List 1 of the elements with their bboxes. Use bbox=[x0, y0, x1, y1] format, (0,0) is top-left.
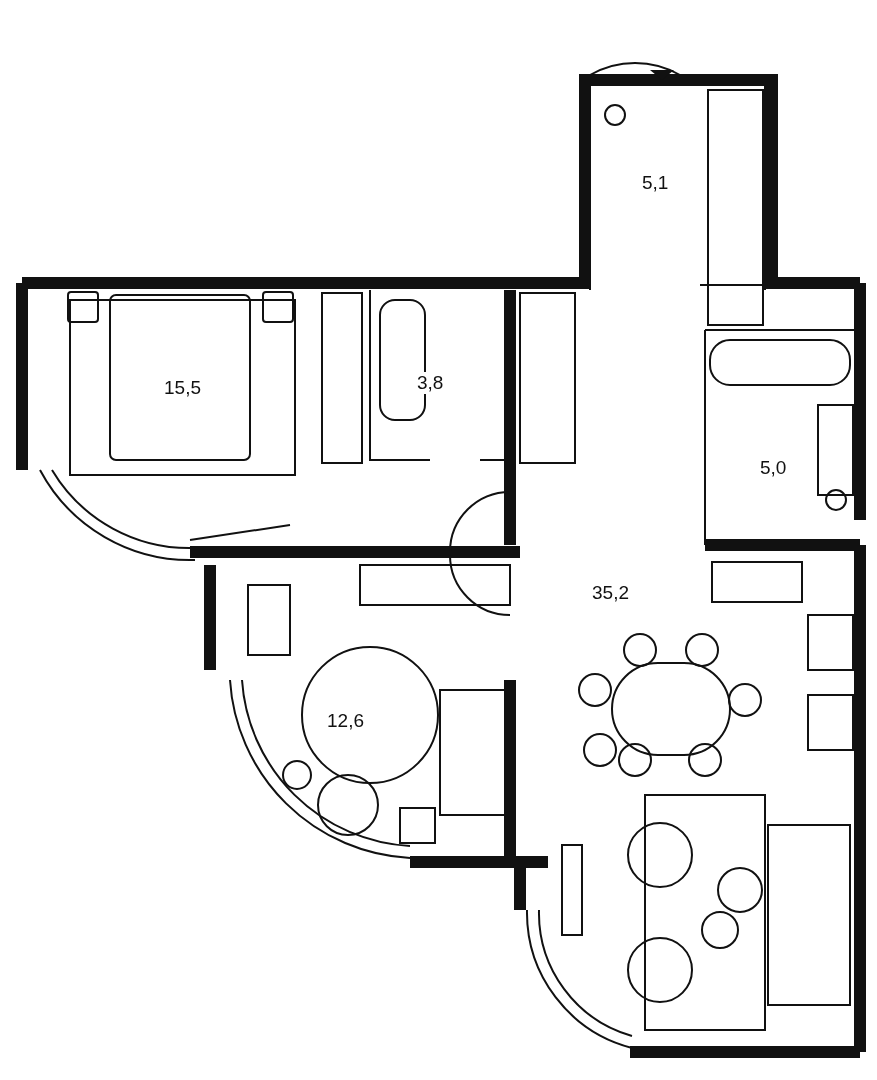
room-area-label: 3,8 bbox=[415, 372, 446, 394]
